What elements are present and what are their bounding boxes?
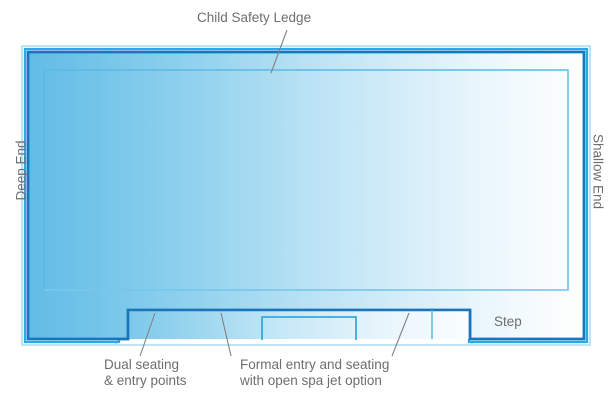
dual-seating-line-2: & entry points: [104, 373, 187, 388]
formal-entry-line-1: Formal entry and seating: [240, 357, 390, 372]
pool-coping-outer: [21, 45, 591, 346]
formal-entry-left-leader: [220, 312, 232, 357]
child-safety-ledge-leader: [270, 29, 288, 74]
pool-body-outline: [26, 50, 586, 341]
dual-seating-leader: [139, 312, 156, 357]
label-child-safety-ledge: Child Safety Ledge: [197, 10, 312, 25]
leader-lines: [139, 29, 410, 357]
label-step: Step: [494, 314, 522, 329]
bench-seating-strip: [128, 309, 470, 339]
label-deep-end: Deep End: [13, 140, 29, 201]
dual-seating-line-1: Dual seating: [104, 357, 180, 372]
formal-entry-right-leader: [391, 312, 410, 357]
label-dual-seating-entry-points: Dual seating& entry points: [104, 357, 187, 389]
label-shallow-end: Shallow End: [590, 133, 606, 210]
spa-jet-rectangle: [261, 316, 357, 340]
formal-entry-line-2: with open spa jet option: [240, 373, 382, 388]
